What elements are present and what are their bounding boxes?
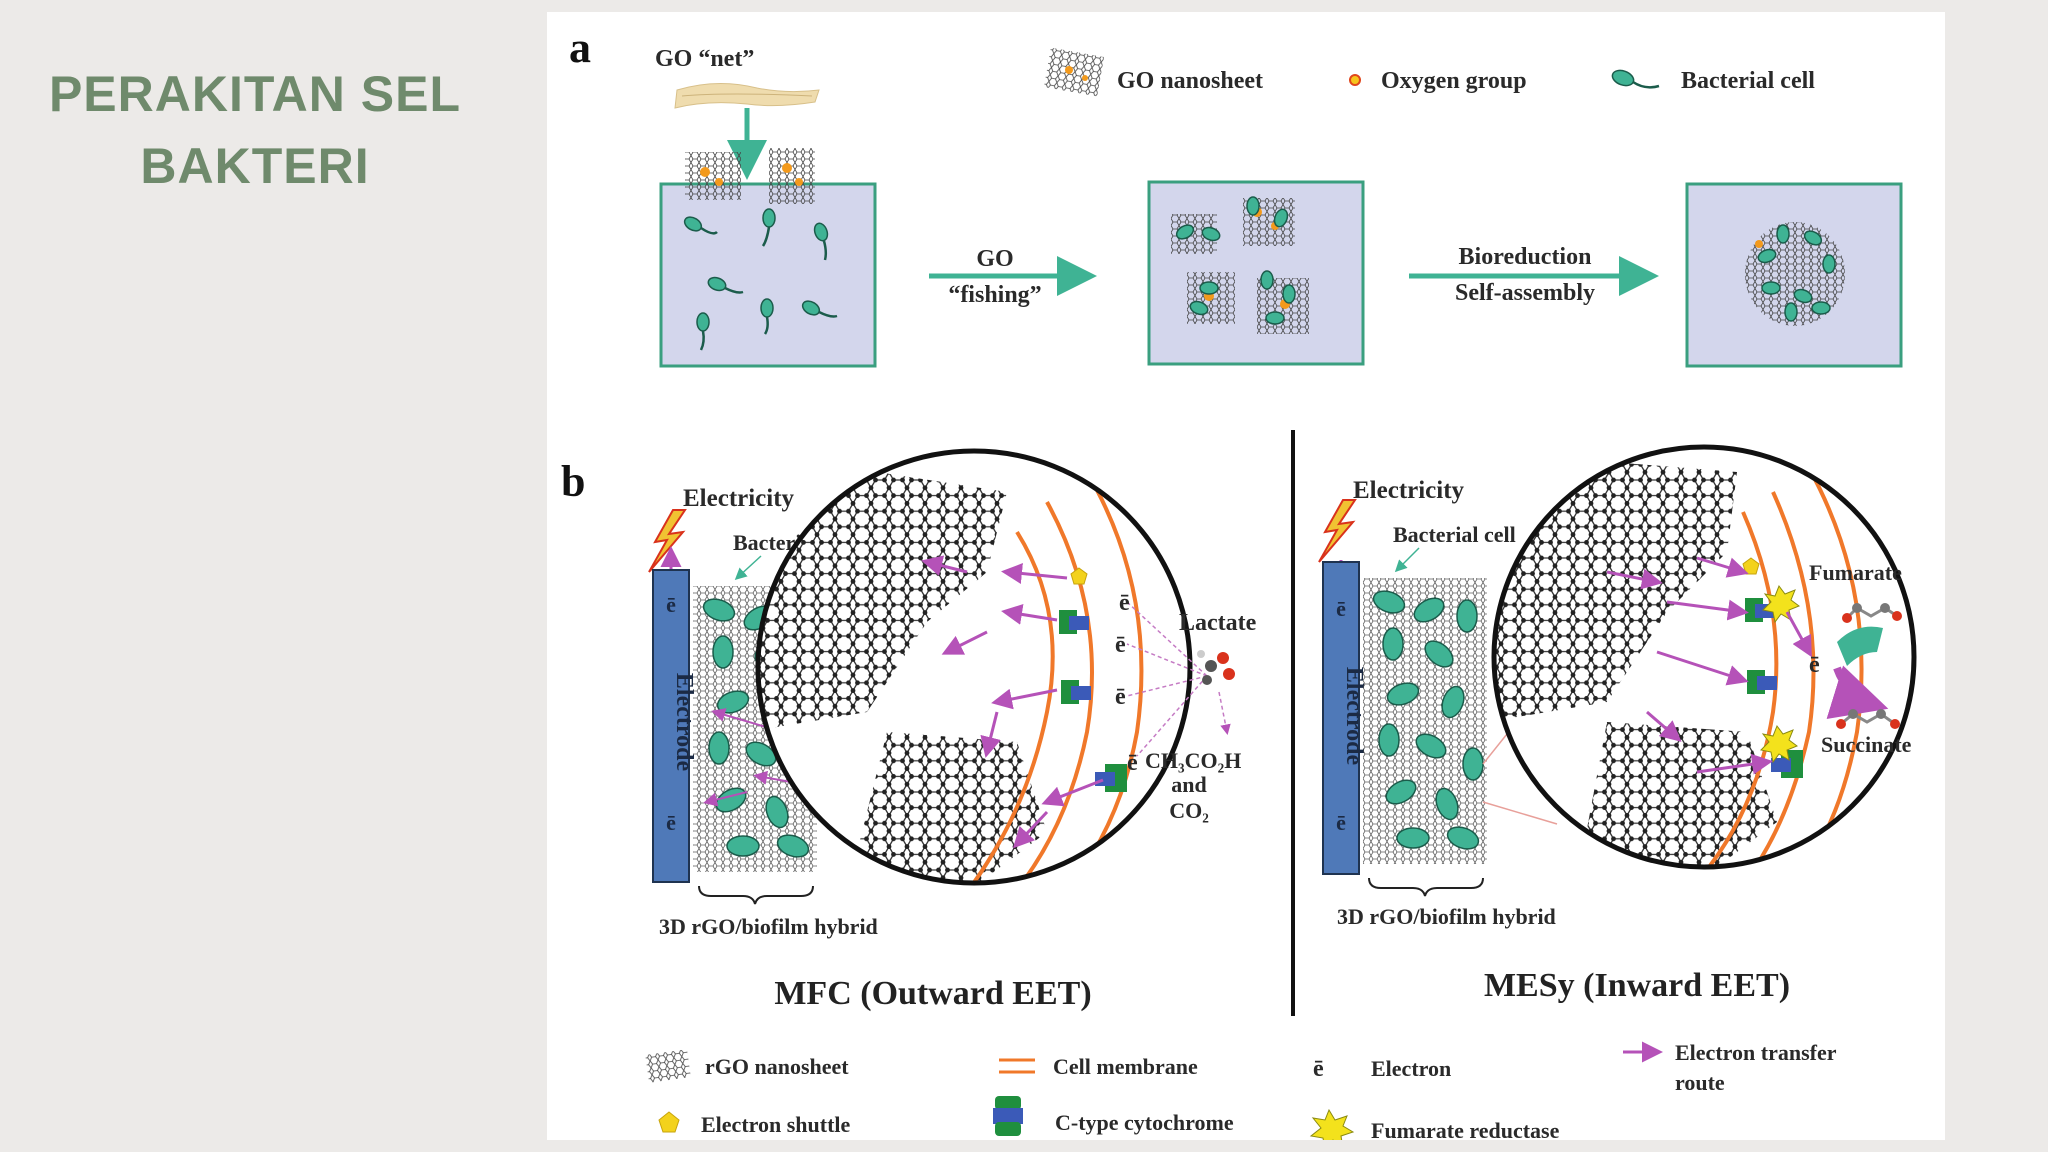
left-electrode	[652, 569, 690, 883]
left-hybrid-label: 3D rGO/biofilm hybrid	[659, 914, 878, 939]
oxygen-dot-icon	[1349, 74, 1361, 86]
legend-cell-membrane: Cell membrane	[1053, 1054, 1198, 1079]
go-net-icon	[674, 83, 820, 109]
legend-electron-symbol: ē	[1313, 1056, 1324, 1082]
rgo-nanosheet-icon	[645, 1049, 691, 1083]
left-mode-title: MFC (Outward EET)	[774, 975, 1091, 1012]
right-electrode-e-bottom: ē	[1336, 810, 1346, 835]
lactate-label: Lactate	[1179, 610, 1257, 636]
left-hybrid-bracket	[698, 885, 814, 905]
legend-electron-shuttle: Electron shuttle	[701, 1112, 851, 1137]
self-assembled-cluster	[1745, 222, 1845, 326]
legend-electron-transfer-line1: Electron transfer	[1675, 1040, 1837, 1065]
right-hybrid-bracket	[1368, 877, 1484, 897]
go-net-label: GO “net”	[655, 46, 754, 72]
left-e3: ē	[1115, 684, 1126, 710]
right-bacterial-cell-pointer	[1394, 547, 1420, 573]
right-electrode	[1322, 561, 1360, 875]
left-e2: ē	[1115, 632, 1126, 658]
fumarate-reductase-right	[1759, 584, 1801, 764]
cell-membrane-icon	[999, 1058, 1035, 1074]
arrow1-line1: GO	[976, 246, 1013, 272]
legend-c-type-cytochrome: C-type cytochrome	[1055, 1110, 1234, 1135]
right-electrode-e-top: ē	[1336, 596, 1346, 621]
right-zoom-line-bottom	[1482, 801, 1558, 825]
legend-go-nanosheet: GO nanosheet	[1117, 68, 1263, 94]
legend-bacterial-cell: Bacterial cell	[1681, 68, 1815, 94]
legend-oxygen-group: Oxygen group	[1381, 68, 1527, 94]
legend-electron: Electron	[1371, 1056, 1451, 1081]
bacteria-group-2	[1175, 196, 1296, 325]
fumarate-molecule-icon	[1842, 603, 1902, 623]
electron-shuttle-left	[1070, 567, 1088, 585]
left-bacterial-cell-pointer	[734, 555, 762, 581]
product-line3: CO₂	[1169, 798, 1209, 823]
product-line2: and	[1171, 772, 1206, 797]
left-electricity-label: Electricity	[683, 485, 795, 512]
right-e1: ē	[1809, 652, 1820, 678]
right-mode-title: MESy (Inward EET)	[1484, 967, 1790, 1004]
pentagon-icon	[658, 1111, 680, 1133]
cytochrome-group-left	[1059, 610, 1127, 792]
left-electrode-label: Electrode	[671, 673, 697, 772]
succinate-label: Succinate	[1821, 732, 1912, 757]
fumarate-label: Fumarate	[1809, 560, 1902, 585]
left-e1: ē	[1119, 590, 1130, 616]
left-electrode-e-bottom: ē	[666, 810, 676, 835]
lightning-bolt-icon	[648, 509, 687, 573]
conversion-arrow-purple	[1826, 665, 1889, 719]
slide-title: PERAKITAN SEL BAKTERI	[40, 58, 470, 202]
right-biofilm	[1363, 578, 1487, 864]
bacteria-group-1	[683, 208, 838, 351]
legend-rgo-nanosheet: rGO nanosheet	[705, 1054, 849, 1079]
cytochrome-icon	[993, 1096, 1023, 1136]
succinate-molecule-icon	[1836, 709, 1900, 729]
slide-title-line2: BAKTERI	[140, 138, 370, 194]
lactate-molecule-icon	[1197, 650, 1235, 685]
right-bacterial-cell-label: Bacterial cell	[1393, 522, 1516, 547]
panel-b-letter: b	[561, 457, 585, 506]
legend-electron-transfer-line2: route	[1675, 1070, 1725, 1095]
bacterium-icon	[1611, 69, 1660, 89]
figure-panel: a GO “net” GO nanosheet Oxygen group Bac…	[547, 12, 1945, 1140]
right-hybrid-label: 3D rGO/biofilm hybrid	[1337, 904, 1556, 929]
right-electrode-label: Electrode	[1341, 667, 1367, 766]
go-nanosheet-icon	[1043, 47, 1105, 97]
arrow2-line2: Self-assembly	[1455, 280, 1595, 306]
left-e4: ē	[1127, 750, 1138, 776]
left-zoom-circle	[755, 448, 1231, 886]
go-nanosheet-cluster-1	[685, 148, 815, 204]
right-zoom-circle	[1491, 444, 1917, 870]
arrow2-line1: Bioreduction	[1459, 244, 1592, 270]
product-line1: CH₃CO₂H	[1145, 748, 1241, 773]
star-burst-icon	[1309, 1108, 1355, 1140]
slide-title-line1: PERAKITAN SEL	[48, 66, 462, 122]
right-electricity-label: Electricity	[1353, 477, 1465, 504]
left-electrode-e-top: ē	[666, 592, 676, 617]
lightning-bolt-icon-right	[1318, 499, 1357, 563]
arrow1-line2: “fishing”	[948, 282, 1041, 308]
panel-a-letter: a	[569, 23, 591, 72]
legend-fumarate-reductase: Fumarate reductase	[1371, 1118, 1560, 1140]
conversion-arrow-teal	[1837, 626, 1883, 666]
